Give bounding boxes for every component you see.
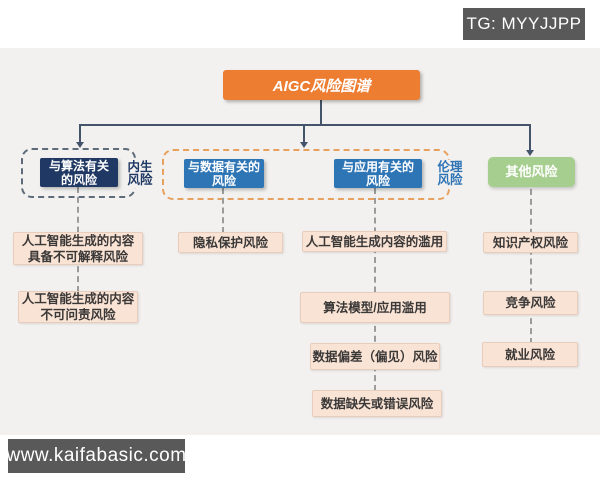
dashed-connector-other [530, 189, 532, 344]
branch-node-other: 其他风险 [488, 157, 575, 187]
drop-line-ethics-group [303, 124, 305, 142]
group-label-endogenous: 内生 风险 [125, 160, 155, 188]
branch-node-application: 与应用有关的 风险 [334, 159, 422, 188]
branch-node-data: 与数据有关的 风险 [184, 159, 264, 188]
root-node-aigc-risk-map: AIGC风险图谱 [223, 70, 420, 100]
risk-item-employment: 就业风险 [482, 342, 578, 367]
risk-item-unexplainable: 人工智能生成的内容 具备不可解释风险 [13, 232, 143, 265]
branch-horizontal-line [80, 124, 531, 126]
dashed-connector-data [222, 188, 224, 233]
risk-item-privacy: 隐私保护风险 [178, 232, 283, 253]
dashed-connector-application [374, 188, 376, 391]
risk-item-ip: 知识产权风险 [483, 232, 578, 253]
arrowhead-algorithm [76, 142, 84, 148]
drop-line-other [529, 124, 531, 150]
tg-watermark-badge: TG: MYYJJPP [463, 8, 585, 40]
risk-item-competition: 竞争风险 [483, 291, 578, 315]
site-watermark-badge: www.kaifabasic.com [6, 439, 186, 473]
risk-item-data-missing: 数据缺失或错误风险 [312, 390, 442, 417]
group-label-ethics: 伦理 风险 [435, 160, 465, 188]
risk-item-content-abuse: 人工智能生成内容的滥用 [302, 231, 447, 252]
root-stem-line [320, 100, 322, 125]
risk-item-unaccountable: 人工智能生成的内容 不可问责风险 [18, 291, 138, 323]
drop-line-algorithm [79, 124, 81, 142]
arrowhead-other [526, 150, 534, 156]
arrowhead-ethics-group [300, 142, 308, 148]
risk-item-data-bias: 数据偏差（偏见）风险 [310, 343, 440, 370]
risk-item-model-abuse: 算法模型/应用滥用 [300, 292, 450, 323]
branch-node-algorithm: 与算法有关 的风险 [40, 158, 118, 187]
